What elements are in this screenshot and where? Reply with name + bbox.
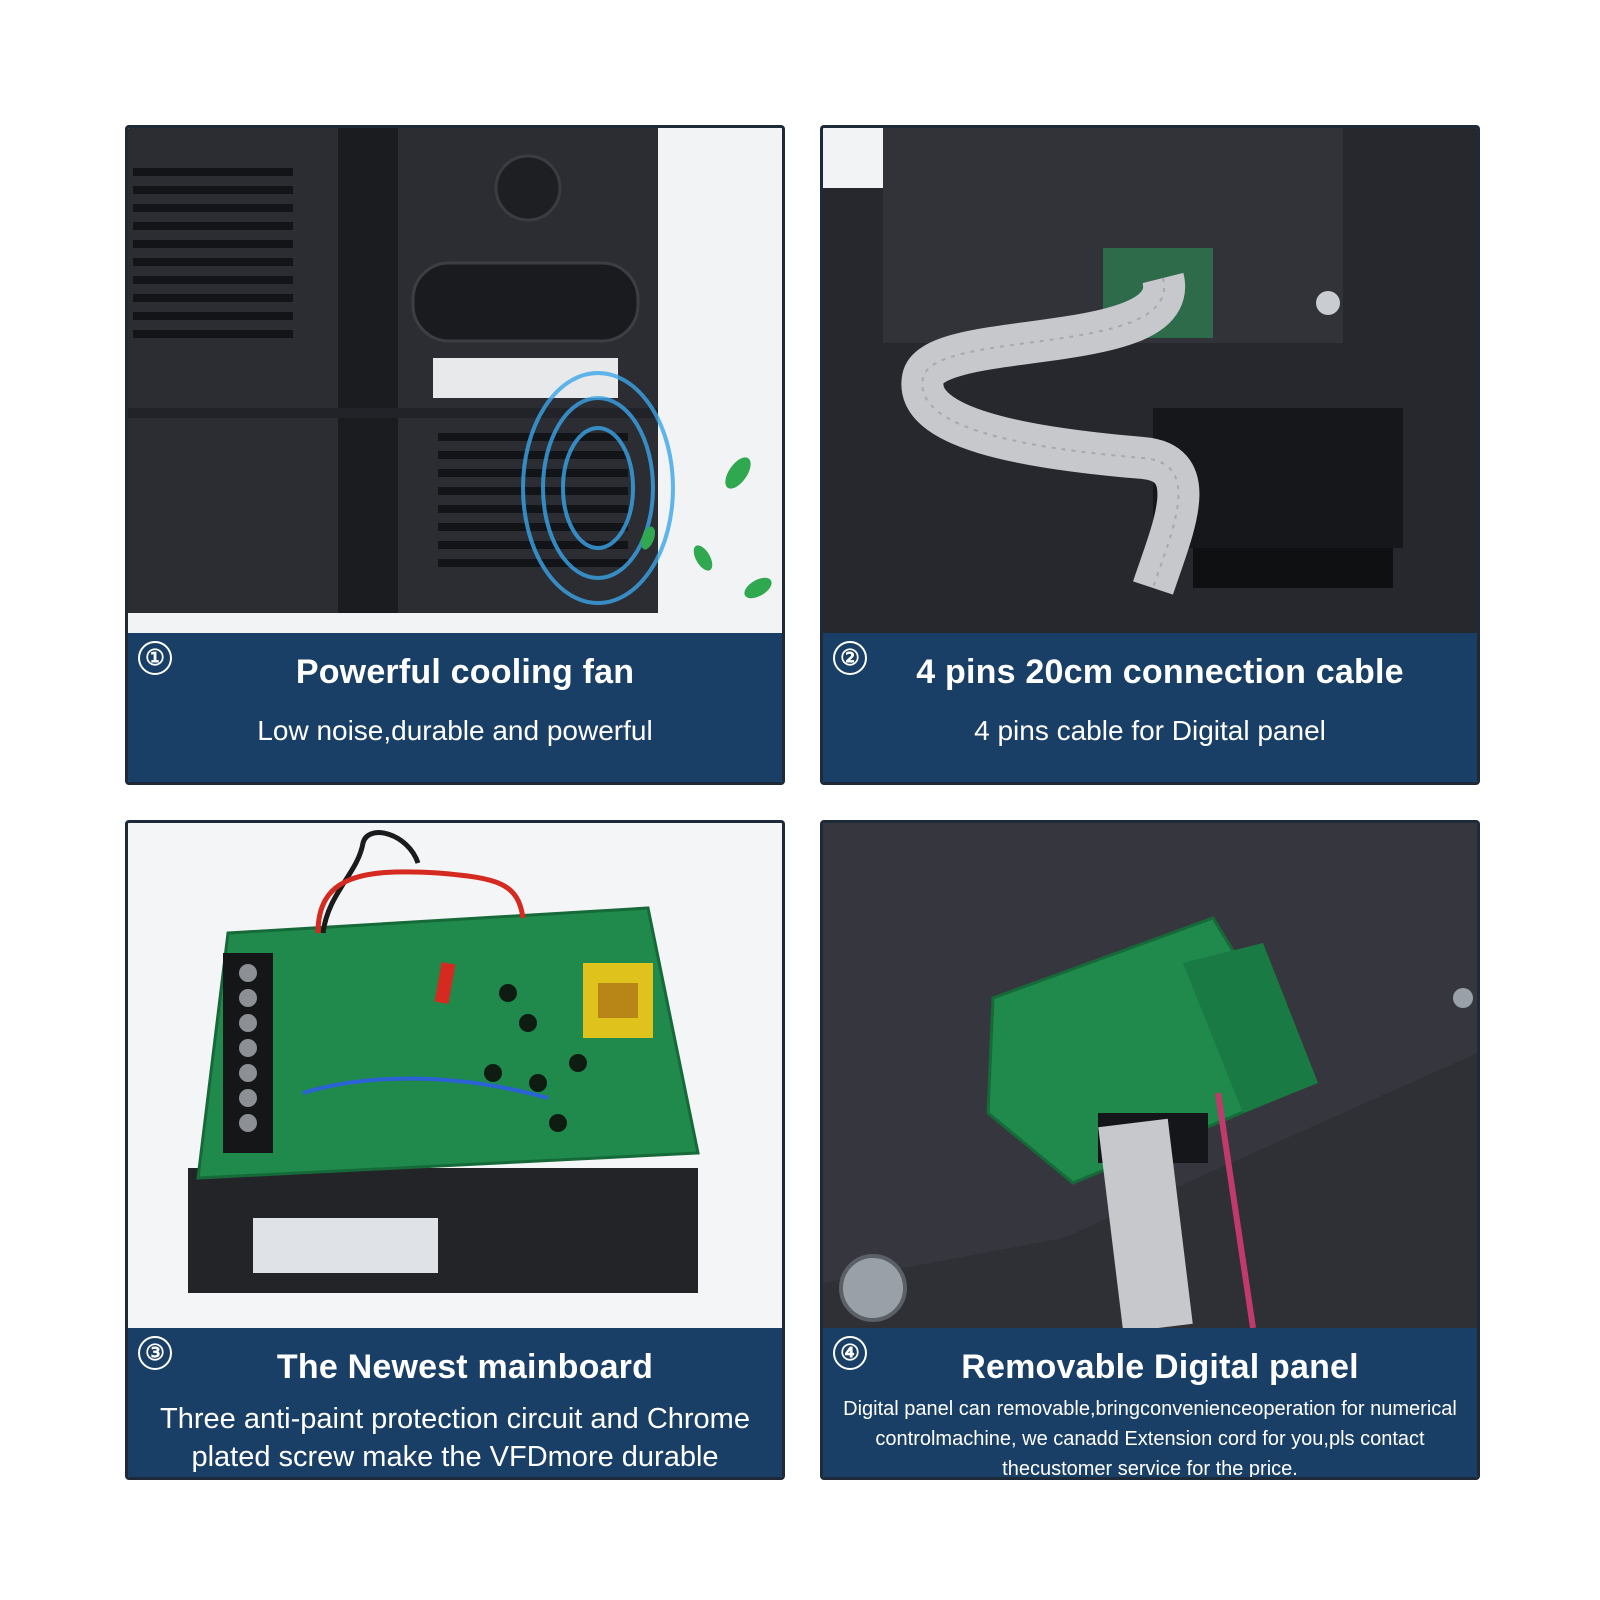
ribbon-cable-photo [823,128,1477,633]
caption: ② 4 pins 20cm connection cable 4 pins ca… [823,633,1477,782]
panel-mainboard: ③ The Newest mainboard Three anti-paint … [125,820,785,1480]
step-number: ③ [138,1336,172,1370]
panel-cooling-fan: ① Powerful cooling fan Low noise,durable… [125,125,785,785]
panel-title: The Newest mainboard [276,1348,654,1386]
panel-subtitle: Low noise,durable and powerful [257,715,653,746]
step-number: ④ [833,1336,867,1370]
step-number: ① [138,641,172,675]
panel-digital-panel: ④ Removable Digital panel Digital panel … [820,820,1480,1480]
cooling-fan-photo [128,128,782,633]
panel-title: 4 pins 20cm connection cable [916,653,1404,691]
digital-panel-photo [823,823,1477,1328]
panel-title: Powerful cooling fan [295,653,635,691]
caption: ③ The Newest mainboard Three anti-paint … [128,1328,782,1477]
caption: ① Powerful cooling fan Low noise,durable… [128,633,782,782]
panel-subtitle: Three anti-paint protection circuit and … [160,1403,750,1473]
mainboard-photo [128,823,782,1328]
step-number: ② [833,641,867,675]
panel-title: Removable Digital panel [961,1348,1359,1386]
panel-subtitle: 4 pins cable for Digital panel [974,715,1326,746]
panel-connection-cable: ② 4 pins 20cm connection cable 4 pins ca… [820,125,1480,785]
panel-subtitle: Digital panel can removable,bringconveni… [843,1398,1457,1480]
caption: ④ Removable Digital panel Digital panel … [823,1328,1477,1477]
